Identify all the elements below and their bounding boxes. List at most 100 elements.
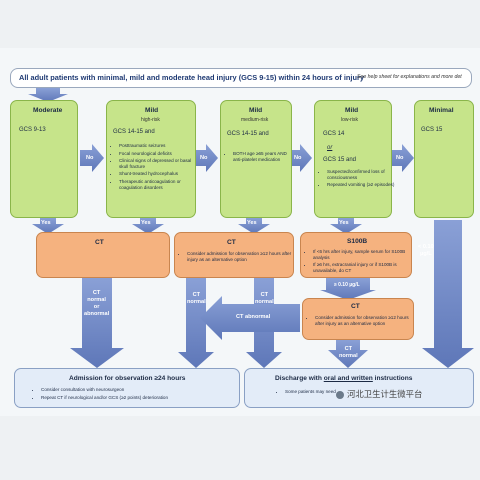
mild-low-risk-box: Mild low-risk GCS 14 or GCS 15 and Suspe… xyxy=(314,100,394,218)
ct-box-moderate-high: CT xyxy=(36,232,170,278)
mild-medium-title: Mild xyxy=(249,107,263,114)
arrow-header-to-moderate xyxy=(28,88,68,102)
mild-low-subtitle: low-risk xyxy=(341,117,358,123)
label-ct-normal-right: CT normal xyxy=(255,292,274,306)
label-normal-word: normal xyxy=(87,297,106,303)
watermark-text: 河北卫生计生微平台 xyxy=(347,389,423,399)
admission-title: Admission for observation ≥24 hours xyxy=(69,375,186,382)
minimal-box: Minimal GCS 15 xyxy=(414,100,474,218)
mild-low-bullets: Suspected/confirmed loss of consciousnes… xyxy=(319,169,397,190)
arrow-yes-mild-high xyxy=(132,218,164,234)
watermark: 河北卫生计生微平台 xyxy=(336,388,422,400)
mild-medium-gcs: GCS 14-15 and xyxy=(227,131,269,137)
mild-high-bullet: Shunt-treated hydrocephalus xyxy=(119,171,201,177)
ct-box2-bullets: Consider admission for observation ≥12 h… xyxy=(179,251,299,264)
mild-high-bullet: Posttraumatic seizures xyxy=(119,143,201,149)
mild-low-gcs: GCS 14 xyxy=(323,131,345,137)
mild-medium-bullet: BOTH age ≥65 years AND anti-platelet med… xyxy=(233,151,297,162)
discharge-bullet: Some patients may need xyxy=(285,389,365,395)
label-yes-1: Yes xyxy=(41,220,51,226)
arrow-yes-mild-medium xyxy=(238,218,270,234)
label-s100b-low-unit: µg/L xyxy=(420,251,432,257)
label-ct-abnormal: CT abnormal xyxy=(236,314,271,320)
arrow-minimal-down xyxy=(422,220,474,368)
label-ct-word: CT xyxy=(192,292,201,298)
arrow-no-1 xyxy=(80,144,104,172)
arrow-ct3-normal xyxy=(328,340,368,368)
label-ct-normal-or-abnormal: CT normal or abnormal xyxy=(84,290,109,318)
wechat-icon xyxy=(336,390,344,399)
ct-box3-title: CT xyxy=(351,303,360,310)
label-ct-word: CT xyxy=(344,346,353,352)
ct-box1-title: CT xyxy=(95,239,104,246)
admission-bullets: Consider consultation with neurosurgeon … xyxy=(33,387,241,402)
s100b-bullet: If <6 hrs after injury, sample serum for… xyxy=(313,249,417,260)
discharge-bullets: Some patients may need xyxy=(277,389,365,397)
label-yes-3: Yes xyxy=(247,220,257,226)
admission-box: Admission for observation ≥24 hours Cons… xyxy=(14,368,240,408)
mild-high-bullets: Posttraumatic seizures Focal neurologica… xyxy=(111,143,201,192)
arrow-no-3 xyxy=(290,144,312,172)
mild-high-bullet: Focal neurological deficits xyxy=(119,151,201,157)
label-abnormal-word: abnormal xyxy=(84,311,110,317)
label-ct-normal-left: CT normal xyxy=(187,292,206,306)
moderate-title: Moderate xyxy=(33,107,63,114)
admission-bullet: Repeat CT if neurological and/or GCS (≥2… xyxy=(41,395,241,401)
discharge-title-suffix: instructions xyxy=(372,375,413,382)
arrow-ct1-to-admission xyxy=(70,278,124,368)
label-no-4: No xyxy=(396,155,404,161)
mild-low-or: or xyxy=(327,145,333,151)
arrow-ct2-left xyxy=(178,278,214,368)
label-normal-word: normal xyxy=(255,299,274,305)
mild-medium-subtitle: medium-risk xyxy=(241,117,269,123)
arrow-yes-mild-low xyxy=(330,218,362,234)
help-sheet-note: See help sheet for explanations and more… xyxy=(357,74,462,80)
ct-box-medium: CT Consider admission for observation ≥1… xyxy=(174,232,294,278)
s100b-box: S100B If <6 hrs after injury, sample ser… xyxy=(300,232,412,278)
ct-box2-bullet: Consider admission for observation ≥12 h… xyxy=(187,251,299,262)
label-s100b-high: ≥ 0.10 µg/L xyxy=(334,282,360,288)
arrow-no-4 xyxy=(392,144,414,172)
label-no-2: No xyxy=(200,155,208,161)
s100b-title: S100B xyxy=(347,238,368,245)
flowchart-header: All adult patients with minimal, mild an… xyxy=(10,68,472,88)
mild-low-bullet: Repeated vomiting (≥2 episodes) xyxy=(327,182,397,188)
mild-high-bullet: Clinical signs of depressed or basal sku… xyxy=(119,158,201,169)
s100b-bullets: If <6 hrs after injury, sample serum for… xyxy=(305,249,417,275)
mild-medium-risk-box: Mild medium-risk GCS 14-15 and BOTH age … xyxy=(220,100,292,218)
moderate-box: Moderate GCS 9-13 xyxy=(10,100,78,218)
label-ct-word: CT xyxy=(92,290,101,296)
label-ct-normal-3: CT normal xyxy=(339,346,358,360)
moderate-gcs: GCS 9-13 xyxy=(19,127,46,133)
discharge-box: Discharge with oral and written instruct… xyxy=(244,368,474,408)
minimal-gcs: GCS 15 xyxy=(421,127,443,133)
ct-box2-title: CT xyxy=(227,239,236,246)
label-normal-word: normal xyxy=(339,353,358,359)
label-normal-word: normal xyxy=(187,299,206,305)
label-or-word: or xyxy=(93,304,100,310)
arrow-yes-moderate xyxy=(32,218,64,234)
mild-low-bullet: Suspected/confirmed loss of consciousnes… xyxy=(327,169,397,180)
discharge-title-underline: oral and written xyxy=(323,375,373,382)
mild-high-risk-box: Mild high-risk GCS 14-15 and Posttraumat… xyxy=(106,100,196,218)
discharge-title-prefix: Discharge with xyxy=(275,375,324,382)
mild-high-gcs: GCS 14-15 and xyxy=(113,129,155,135)
s100b-bullet: If ≥6 hrs, extracranial injury or if S10… xyxy=(313,262,417,273)
mild-high-subtitle: high-risk xyxy=(141,117,160,123)
mild-high-bullet: Therapeutic anticoagulation or coagulati… xyxy=(119,179,201,190)
label-ct-word: CT xyxy=(260,292,269,298)
label-no-3: No xyxy=(294,155,302,161)
arrow-ct-abnormal xyxy=(200,296,300,340)
minimal-title: Minimal xyxy=(429,107,454,114)
label-yes-2: Yes xyxy=(141,220,151,226)
mild-high-title: Mild xyxy=(145,107,159,114)
label-yes-4: Yes xyxy=(339,220,349,226)
arrow-s100b-to-ct3 xyxy=(320,278,376,300)
header-title: All adult patients with minimal, mild an… xyxy=(19,73,364,82)
discharge-title: Discharge with oral and written instruct… xyxy=(275,375,412,382)
mild-low-title: Mild xyxy=(345,107,359,114)
ct-box3-bullets: Consider admission for observation ≥12 h… xyxy=(307,315,419,328)
mild-low-gcs2: GCS 15 and xyxy=(323,157,357,163)
label-s100b-low: < 0.10 µg/L xyxy=(418,244,434,258)
